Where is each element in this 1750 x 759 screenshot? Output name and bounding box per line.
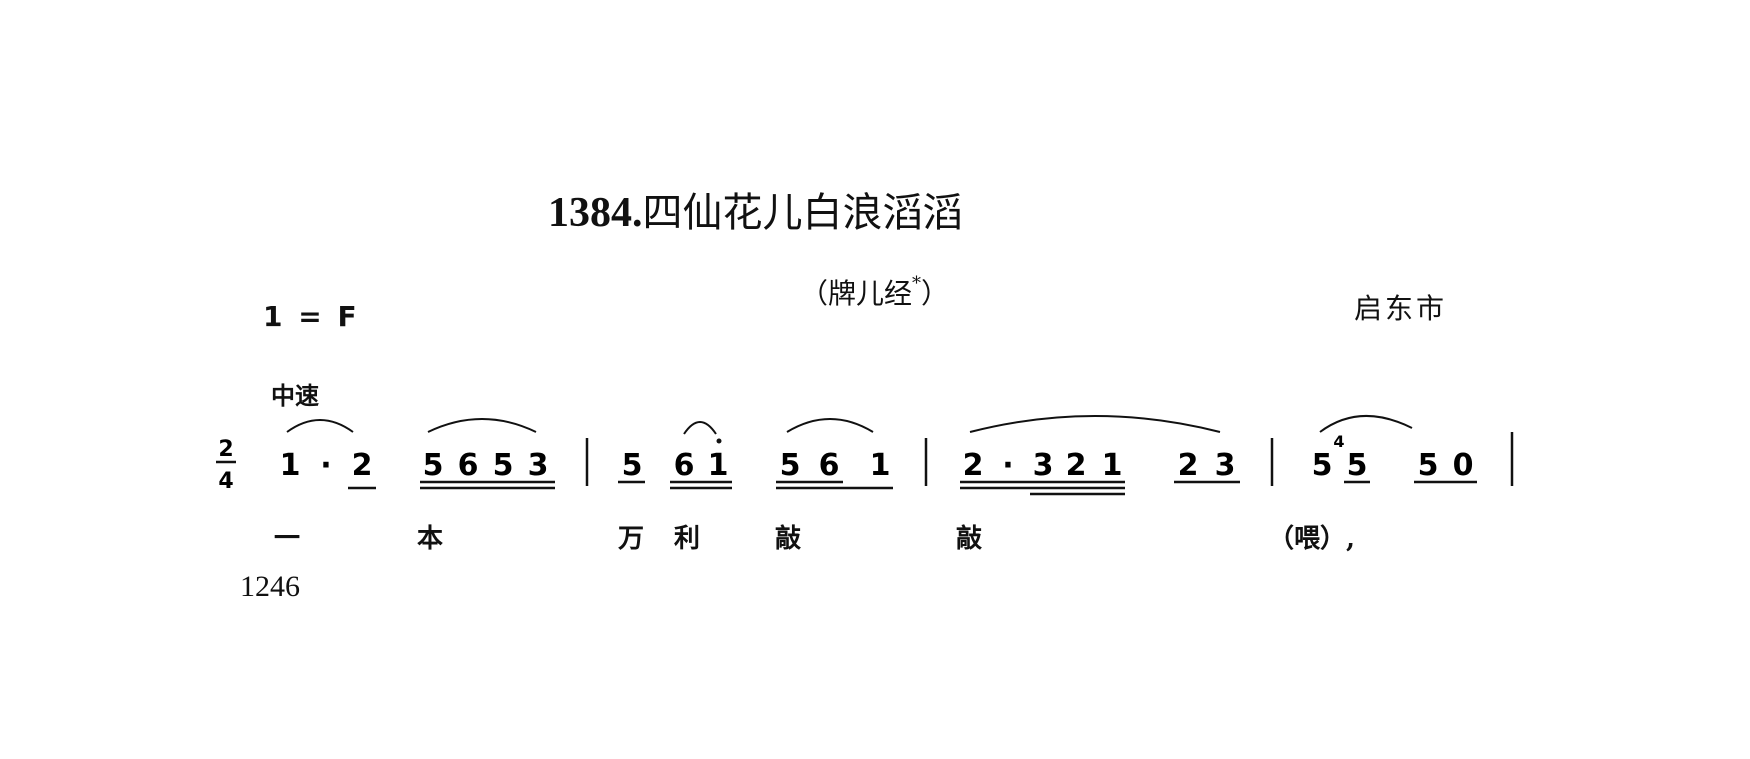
song-number: 1384. xyxy=(548,190,643,236)
slur xyxy=(786,418,874,433)
note: 6 xyxy=(819,448,840,483)
song-subtitle: （牌儿经*） xyxy=(800,272,949,312)
lyric: 利 xyxy=(674,524,701,554)
slur xyxy=(286,419,354,433)
slur xyxy=(683,421,717,435)
note: 2 xyxy=(1066,448,1087,483)
lyric: 敲 xyxy=(775,524,802,554)
note: 5 xyxy=(493,448,514,483)
song-region: 启东市 xyxy=(1354,292,1448,325)
lyric: 本 xyxy=(417,524,444,554)
grace-note: 4 xyxy=(1333,432,1344,451)
note: 2 xyxy=(963,448,984,483)
note: 5 xyxy=(622,448,643,483)
page-number: 1246 xyxy=(240,570,300,603)
note: 3 xyxy=(528,448,549,483)
slur xyxy=(427,418,537,433)
note: 1 xyxy=(1102,448,1123,483)
note-dot: · xyxy=(1002,448,1013,483)
footnote-mark: * xyxy=(912,273,922,294)
note: 5 xyxy=(780,448,801,483)
time-signature-bottom: 4 xyxy=(218,469,233,494)
lyric: 一 xyxy=(274,524,301,554)
high-octave-dot xyxy=(716,438,722,444)
note: 5 xyxy=(1312,448,1333,483)
note: 3 xyxy=(1215,448,1236,483)
note: 5 xyxy=(1347,448,1368,483)
song-title: 1384.四仙花儿白浪滔滔 xyxy=(548,180,963,238)
slur xyxy=(1319,414,1413,433)
subtitle-close: ） xyxy=(921,277,950,310)
slur xyxy=(969,415,1221,433)
note: 1 xyxy=(708,448,729,483)
note-dot: · xyxy=(320,448,331,483)
tempo-marking: 中速 xyxy=(271,381,319,410)
song-name: 四仙花儿白浪滔滔 xyxy=(642,190,963,236)
note: 1 xyxy=(280,448,301,483)
note: 6 xyxy=(674,448,695,483)
lyric: （喂）, xyxy=(1268,524,1356,554)
note: 2 xyxy=(352,448,373,483)
key-signature: 1 = F xyxy=(263,300,360,333)
note: 1 xyxy=(870,448,891,483)
note: 2 xyxy=(1178,448,1199,483)
note: 5 xyxy=(423,448,444,483)
note: 6 xyxy=(458,448,479,483)
note: 3 xyxy=(1033,448,1054,483)
subtitle-text: （牌儿经 xyxy=(800,277,913,310)
note: 0 xyxy=(1453,448,1474,483)
lyric: 敲 xyxy=(956,524,983,554)
lyric: 万 xyxy=(618,524,645,554)
note: 5 xyxy=(1418,448,1439,483)
time-signature-top: 2 xyxy=(218,437,233,462)
